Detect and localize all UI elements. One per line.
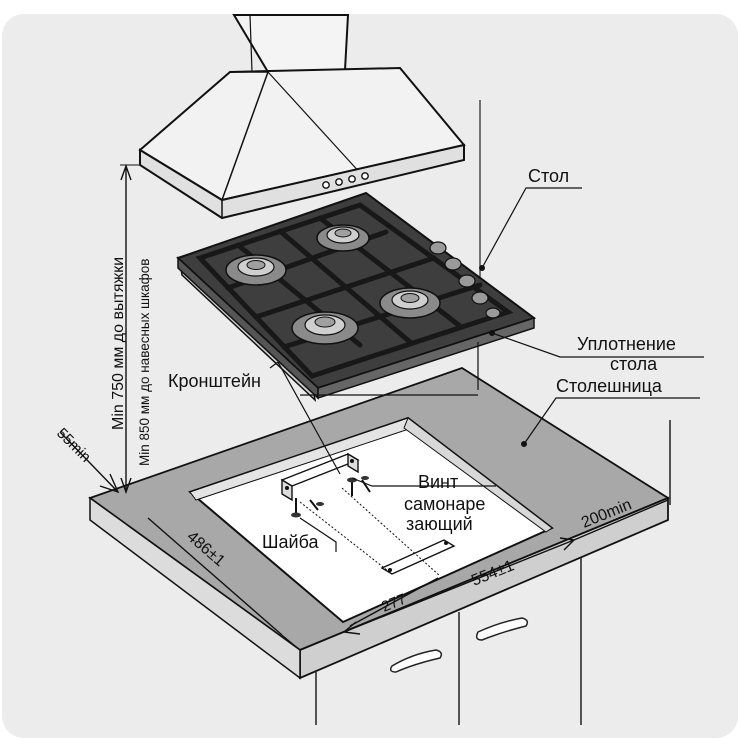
gas-hob bbox=[176, 191, 537, 403]
dimension-lines bbox=[59, 163, 669, 651]
burner-rear-left bbox=[225, 254, 287, 286]
burner-rear-right bbox=[316, 224, 370, 252]
top-margin bbox=[448, 0, 740, 10]
hood-button bbox=[348, 175, 356, 183]
knob-icon bbox=[444, 257, 462, 271]
cabinet-handle-icon bbox=[475, 617, 529, 641]
hood-button bbox=[322, 181, 330, 189]
knob-icon bbox=[458, 274, 476, 288]
knob-icon bbox=[429, 241, 447, 255]
label-seal-line1: Уплотнение bbox=[577, 334, 676, 354]
dim-min-850: Min 850 мм до навесных шкафов bbox=[137, 259, 152, 466]
countertop bbox=[88, 367, 670, 680]
hood-button bbox=[361, 172, 369, 180]
knob-icon bbox=[485, 307, 501, 319]
cabinet-handle-icon bbox=[389, 649, 443, 673]
burner-front-left bbox=[291, 311, 359, 345]
label-washer: Шайба bbox=[262, 532, 319, 552]
knob-icon bbox=[471, 291, 489, 305]
label-screw-line1: Винт bbox=[418, 472, 458, 492]
label-screw-line3: зающий bbox=[406, 514, 473, 534]
label-bracket: Кронштейн bbox=[168, 371, 261, 391]
label-stol: Стол bbox=[528, 166, 569, 186]
dim-min-750: Min 750 мм до вытяжки bbox=[110, 257, 127, 430]
label-seal-line2: стола bbox=[610, 354, 658, 374]
control-knobs bbox=[429, 241, 501, 319]
cabinet bbox=[315, 558, 582, 725]
hood-button bbox=[335, 178, 343, 186]
label-countertop: Столешница bbox=[556, 376, 663, 396]
label-screw-line2: самонаре bbox=[404, 494, 485, 514]
burner-front-right bbox=[379, 287, 441, 319]
leader-lines bbox=[269, 187, 704, 552]
